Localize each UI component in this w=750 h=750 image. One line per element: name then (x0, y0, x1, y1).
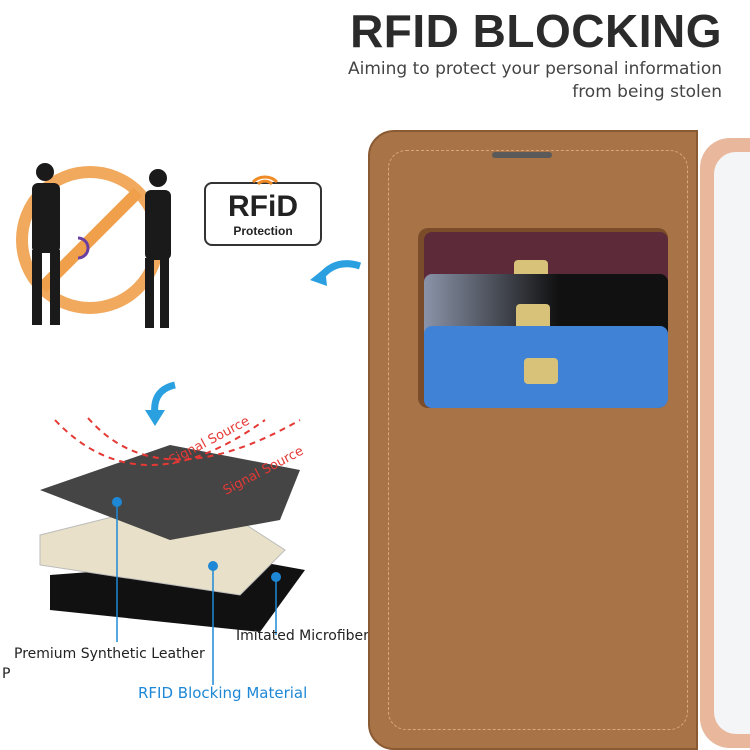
label-top-layer: Premium Synthetic Leather (14, 646, 205, 662)
case-stitching (388, 150, 688, 730)
subtitle: Aiming to protect your personal informat… (348, 58, 722, 104)
phone (700, 138, 750, 748)
badge-main-text: RFiD (228, 190, 298, 223)
card-window (418, 228, 668, 408)
wallet-case (368, 130, 698, 750)
rfid-protection-badge: RFiD Protection (204, 175, 322, 246)
layer-diagram: Signal Source Signal Source (39, 414, 306, 685)
label-stray: P (2, 666, 11, 682)
page-title: RFID BLOCKING (350, 5, 722, 57)
subtitle-line: Aiming to protect your personal informat… (348, 59, 722, 79)
phone-screen (714, 152, 750, 734)
curved-arrow-down-icon (145, 381, 176, 426)
card-blue (424, 326, 668, 408)
curved-arrow-icon (310, 260, 362, 286)
wifi-signal-icon (251, 175, 279, 186)
label-blocking-layer: RFID Blocking Material (138, 684, 308, 702)
label-bottom-layer: Imitated Microfiber (236, 628, 369, 644)
theft-illustration (16, 163, 171, 328)
subtitle-line: from being stolen (572, 82, 722, 102)
speaker-grille (492, 152, 552, 158)
badge-sub-text: Protection (233, 224, 293, 238)
